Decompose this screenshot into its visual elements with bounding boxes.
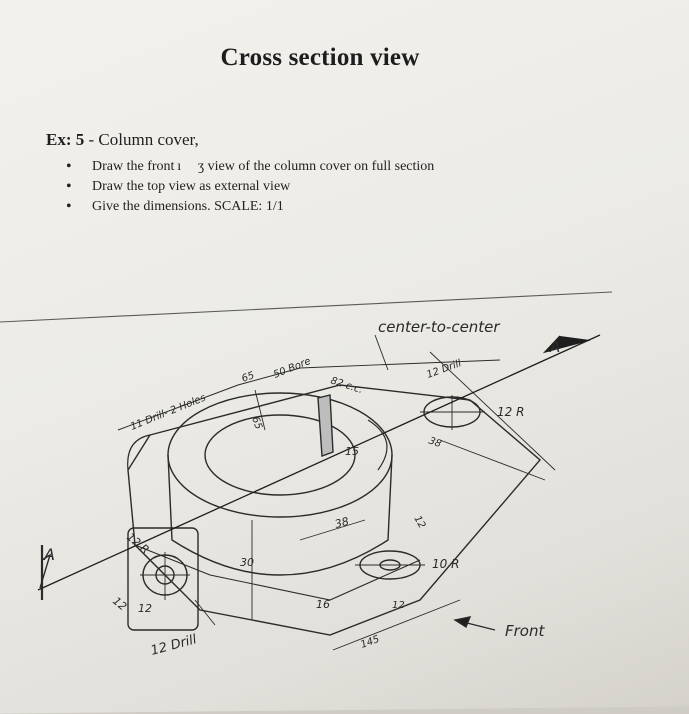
dim-12-left-2: 12 <box>138 602 152 615</box>
dim-65-top: 65 <box>240 370 256 385</box>
front-label: Front <box>505 622 545 640</box>
instruction-item: Give the dimensions. SCALE: 1/1 <box>66 197 434 217</box>
dim-38-center: 38 <box>333 515 350 531</box>
center-to-center-label: center-to-center <box>378 318 500 336</box>
cylinder-body <box>167 454 393 576</box>
instruction-item: Draw the front ı ʒ view of the column co… <box>66 157 434 177</box>
dim-12-left: 12 <box>110 594 129 613</box>
dim-65-slant: 65 <box>249 415 264 431</box>
bore-hole <box>204 414 356 496</box>
exercise-dash: - <box>88 130 95 149</box>
exercise-number: Ex: 5 <box>46 130 85 149</box>
dim-15: 15 <box>345 445 359 458</box>
dim-12-bottom: 12 <box>392 600 405 611</box>
instruction-item: Draw the top view as external view <box>66 177 434 197</box>
dim-12-slant: 12 <box>411 514 427 531</box>
radius-12-right: 12 R <box>497 405 524 419</box>
dim-30: 30 <box>240 556 254 569</box>
dim-145: 145 <box>359 634 381 651</box>
dim-38-right: 38 <box>427 435 443 450</box>
section-line <box>37 334 601 591</box>
dim-82-label: 82 c.c. <box>329 375 364 396</box>
left-ear <box>127 527 199 631</box>
section-a-left-label: A <box>43 545 55 564</box>
exercise-name: Column cover, <box>98 130 199 149</box>
bore-label: 50 Bore <box>272 356 312 381</box>
base-plate <box>127 384 541 636</box>
dim-16: 16 <box>316 598 330 611</box>
page-title: Cross section view <box>220 44 420 71</box>
exercise-heading: Ex: 5 - Column cover, <box>46 130 199 150</box>
drill-12-bottom-label: 12 Drill <box>149 632 199 659</box>
radius-10-label: 10 R <box>432 557 459 571</box>
drill-holes-label: 11 Drill- 2 Holes <box>129 393 207 433</box>
section-a-top-label: A <box>549 338 560 356</box>
instruction-list: Draw the front ı ʒ view of the column co… <box>66 157 434 217</box>
